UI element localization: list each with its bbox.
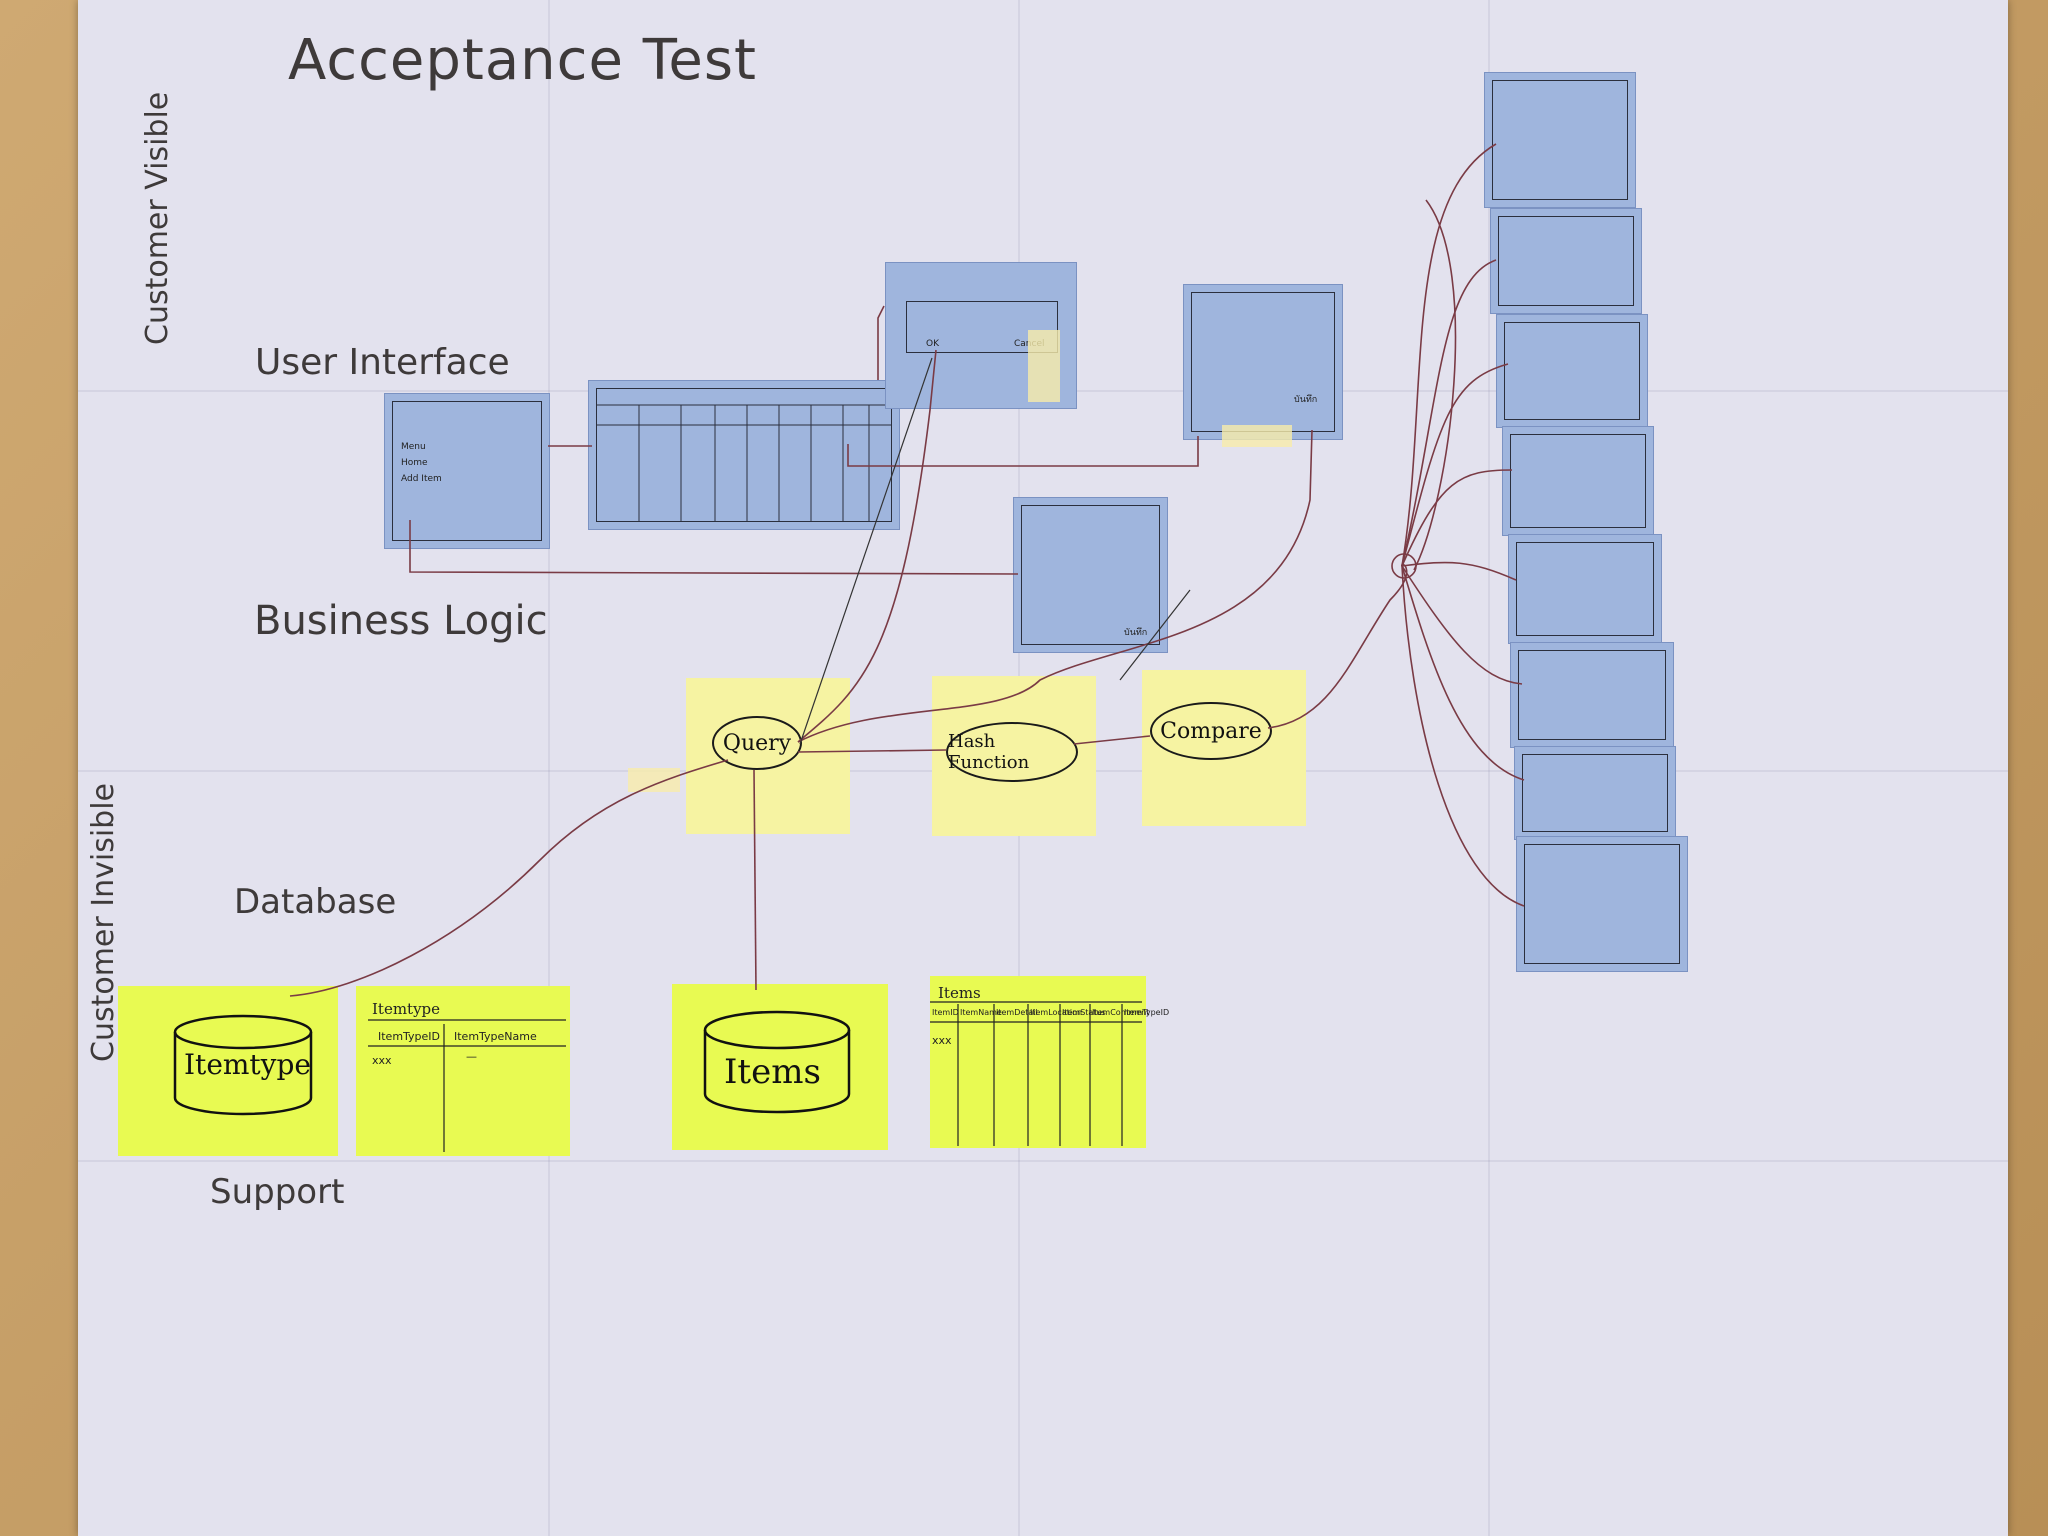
test-case-card: [1496, 314, 1648, 428]
paper-fold: [78, 1160, 2008, 1162]
items-row-id: xxx: [932, 1034, 952, 1047]
query-ellipse: Query: [712, 716, 802, 770]
itemtype-table-sticky: [356, 986, 570, 1156]
page-title: Acceptance Test: [288, 28, 757, 93]
test-case-card: [1510, 642, 1674, 748]
items-col-detail: ItemDetail: [996, 1008, 1038, 1017]
items-table-title: Items: [938, 984, 981, 1002]
items-col-status: ItemStatus: [1062, 1008, 1106, 1017]
test-case-card: [1484, 72, 1636, 208]
hash-function-text: Hash Function: [948, 731, 1030, 773]
items-cylinder-label: Items: [724, 1052, 821, 1092]
test-case-card: [1516, 836, 1688, 972]
paper-fold: [548, 0, 550, 1536]
mockup-save-text: บันทึก: [1124, 628, 1148, 638]
itemtype-db-sticky: [118, 986, 338, 1156]
items-table-sticky: [930, 976, 1146, 1148]
test-case-card: [1508, 534, 1662, 644]
test-case-card: [1502, 426, 1654, 536]
tape: [1028, 330, 1060, 402]
support-label: Support: [210, 1172, 345, 1212]
database-label: Database: [234, 882, 397, 922]
paper-fold: [1488, 0, 1490, 1536]
items-col-id: ItemID: [932, 1008, 959, 1017]
items-col-comment: ItemComment: [1092, 1008, 1150, 1017]
mockup-ok-text: OK: [926, 339, 939, 349]
items-col-typeid: ItemTypeID: [1124, 1008, 1170, 1017]
mockup-additem-text: Add Item: [401, 474, 442, 484]
tape: [628, 768, 680, 792]
test-case-card: [1490, 208, 1642, 314]
ui-mockup-add-form: บันทึก: [1013, 497, 1168, 653]
itemtype-cylinder-label: Itemtype: [184, 1048, 311, 1081]
compare-ellipse: Compare: [1150, 702, 1272, 760]
ui-mockup-menu-screen: Menu Home Add Item: [384, 393, 550, 549]
hash-function-ellipse: Hash Function: [946, 722, 1078, 782]
itemtype-row-id: xxx: [372, 1054, 392, 1067]
itemtype-col-name: ItemTypeName: [454, 1030, 537, 1043]
mockup-table-lines: [597, 404, 891, 521]
mockup-save-text: บันทึก: [1294, 395, 1318, 405]
mockup-home-text: Home: [401, 458, 428, 468]
itemtype-col-id: ItemTypeID: [378, 1030, 441, 1043]
mockup-menu-text: Menu: [401, 442, 426, 452]
ui-mockup-edit-form: บันทึก: [1183, 284, 1343, 440]
business-logic-label: Business Logic: [254, 598, 548, 644]
items-col-location: ItemLocation: [1030, 1008, 1083, 1017]
items-col-name: ItemName: [960, 1008, 1002, 1017]
user-interface-label: User Interface: [255, 342, 510, 383]
query-text: Query: [722, 730, 792, 756]
itemtype-row-name: —: [466, 1050, 477, 1063]
itemtype-table-title: Itemtype: [372, 1000, 441, 1018]
tape: [1222, 425, 1292, 447]
compare-text: Compare: [1160, 718, 1262, 744]
